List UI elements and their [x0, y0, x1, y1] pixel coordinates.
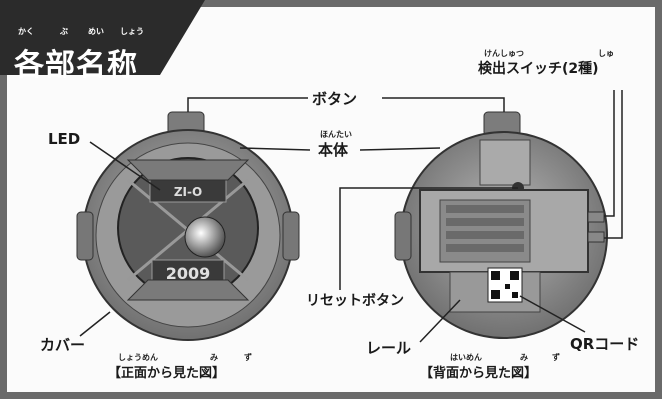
label-detect-ruby-1: けんしゅつ	[484, 49, 524, 58]
back-device	[394, 111, 608, 339]
caption-back-view: 【背面から見た図】	[420, 366, 538, 381]
title-tab	[0, 0, 205, 75]
label-cover: カバー	[40, 336, 86, 354]
label-detect-switch: 検出スイッチ(2種)	[478, 61, 599, 77]
leader-lines	[79, 90, 623, 343]
title-ruby-bu: ぶ	[60, 27, 68, 36]
label-body: 本体	[318, 141, 349, 159]
caption-front-view: 【正面から見た図】	[108, 366, 226, 381]
label-body-ruby: ほんたい	[320, 130, 352, 139]
title-ruby-shou: しょう	[120, 27, 144, 36]
caption-back-ruby-3: ず	[552, 353, 560, 362]
page-title: 各部名称	[14, 48, 138, 83]
front-device: ZI-O 2009	[76, 111, 300, 341]
caption-front-ruby-3: ず	[244, 353, 252, 362]
label-reset-button: リセットボタン	[306, 293, 404, 309]
title-ruby-mei: めい	[88, 27, 104, 36]
face-top-text: ZI-O	[174, 185, 202, 199]
caption-back-ruby-1: はいめん	[450, 353, 482, 362]
label-led: LED	[48, 130, 81, 148]
label-qr-code: QRコード	[570, 335, 640, 353]
caption-front-ruby-1: しょうめん	[118, 353, 158, 362]
label-rail: レール	[366, 339, 412, 357]
title-ruby-kaku: かく	[18, 27, 34, 36]
caption-back-ruby-2: み	[520, 353, 528, 362]
caption-front-ruby-2: み	[210, 353, 218, 362]
face-year-text: 2009	[166, 264, 211, 283]
label-button: ボタン	[312, 90, 358, 108]
label-detect-ruby-2: しゅ	[598, 49, 614, 58]
